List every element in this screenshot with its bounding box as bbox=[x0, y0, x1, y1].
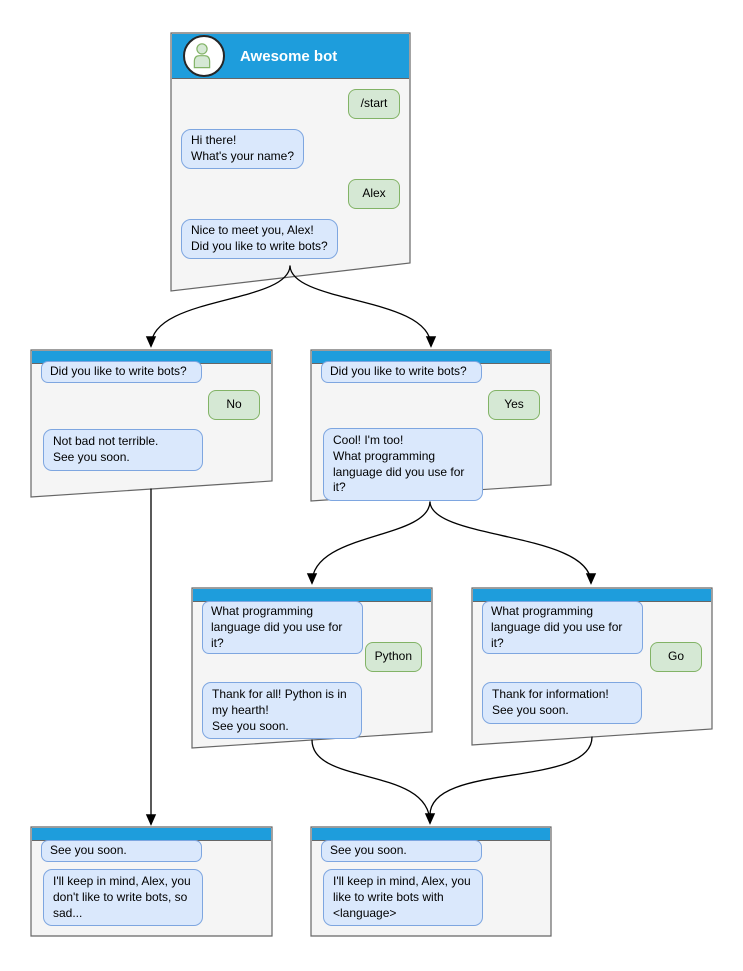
person-icon bbox=[193, 43, 211, 69]
bot-reply: Thank for all! Python is in my hearth! S… bbox=[202, 682, 362, 740]
arrow-main-to-no bbox=[145, 265, 291, 348]
chat-window-end-no: See you soon. I'll keep in mind, Alex, y… bbox=[31, 827, 272, 936]
context-message: What programming language did you use fo… bbox=[482, 601, 643, 655]
bot-reply: I'll keep in mind, Alex, you don't like … bbox=[43, 869, 203, 927]
chat-window-main: Awesome bot /start Hi there! What's your… bbox=[171, 33, 410, 291]
chat-window-branch-yes: Did you like to write bots? Yes Cool! I'… bbox=[311, 350, 551, 502]
chat-window-branch-no: Did you like to write bots? No Not bad n… bbox=[31, 350, 272, 497]
bot-message-greeting: Hi there! What's your name? bbox=[181, 129, 305, 169]
context-message: Did you like to write bots? bbox=[321, 361, 482, 383]
context-message: See you soon. bbox=[41, 840, 202, 862]
arrow-yes-to-go bbox=[429, 501, 597, 585]
user-answer-go: Go bbox=[650, 642, 702, 672]
user-answer-no: No bbox=[208, 390, 260, 420]
user-message-start: /start bbox=[348, 89, 400, 119]
bot-reply: Thank for information! See you soon. bbox=[482, 682, 642, 724]
bot-name-title: Awesome bot bbox=[240, 47, 338, 65]
chat-window-end-yes: See you soon. I'll keep in mind, Alex, y… bbox=[311, 827, 551, 936]
bot-reply: Not bad not terrible. See you soon. bbox=[43, 429, 203, 471]
arrow-python-to-end bbox=[311, 739, 436, 825]
arrow-main-to-yes bbox=[289, 265, 437, 348]
chat-window-branch-go: What programming language did you use fo… bbox=[472, 588, 712, 745]
arrow-yes-to-python bbox=[306, 501, 431, 585]
context-message: Did you like to write bots? bbox=[41, 361, 202, 383]
bot-reply: I'll keep in mind, Alex, you like to wri… bbox=[323, 869, 483, 927]
bot-reply: Cool! I'm too! What programming language… bbox=[323, 428, 483, 502]
context-message: What programming language did you use fo… bbox=[202, 601, 363, 655]
chat-window-main-titlebar: Awesome bot bbox=[172, 34, 409, 79]
chat-window-branch-python: What programming language did you use fo… bbox=[192, 588, 432, 748]
user-message-name: Alex bbox=[348, 179, 400, 209]
bot-message-question: Nice to meet you, Alex! Did you like to … bbox=[181, 219, 338, 259]
arrow-go-to-end bbox=[429, 736, 593, 816]
user-answer-python: Python bbox=[364, 642, 422, 672]
context-message: See you soon. bbox=[321, 840, 482, 862]
bot-avatar bbox=[183, 35, 225, 77]
user-answer-yes: Yes bbox=[488, 390, 540, 420]
